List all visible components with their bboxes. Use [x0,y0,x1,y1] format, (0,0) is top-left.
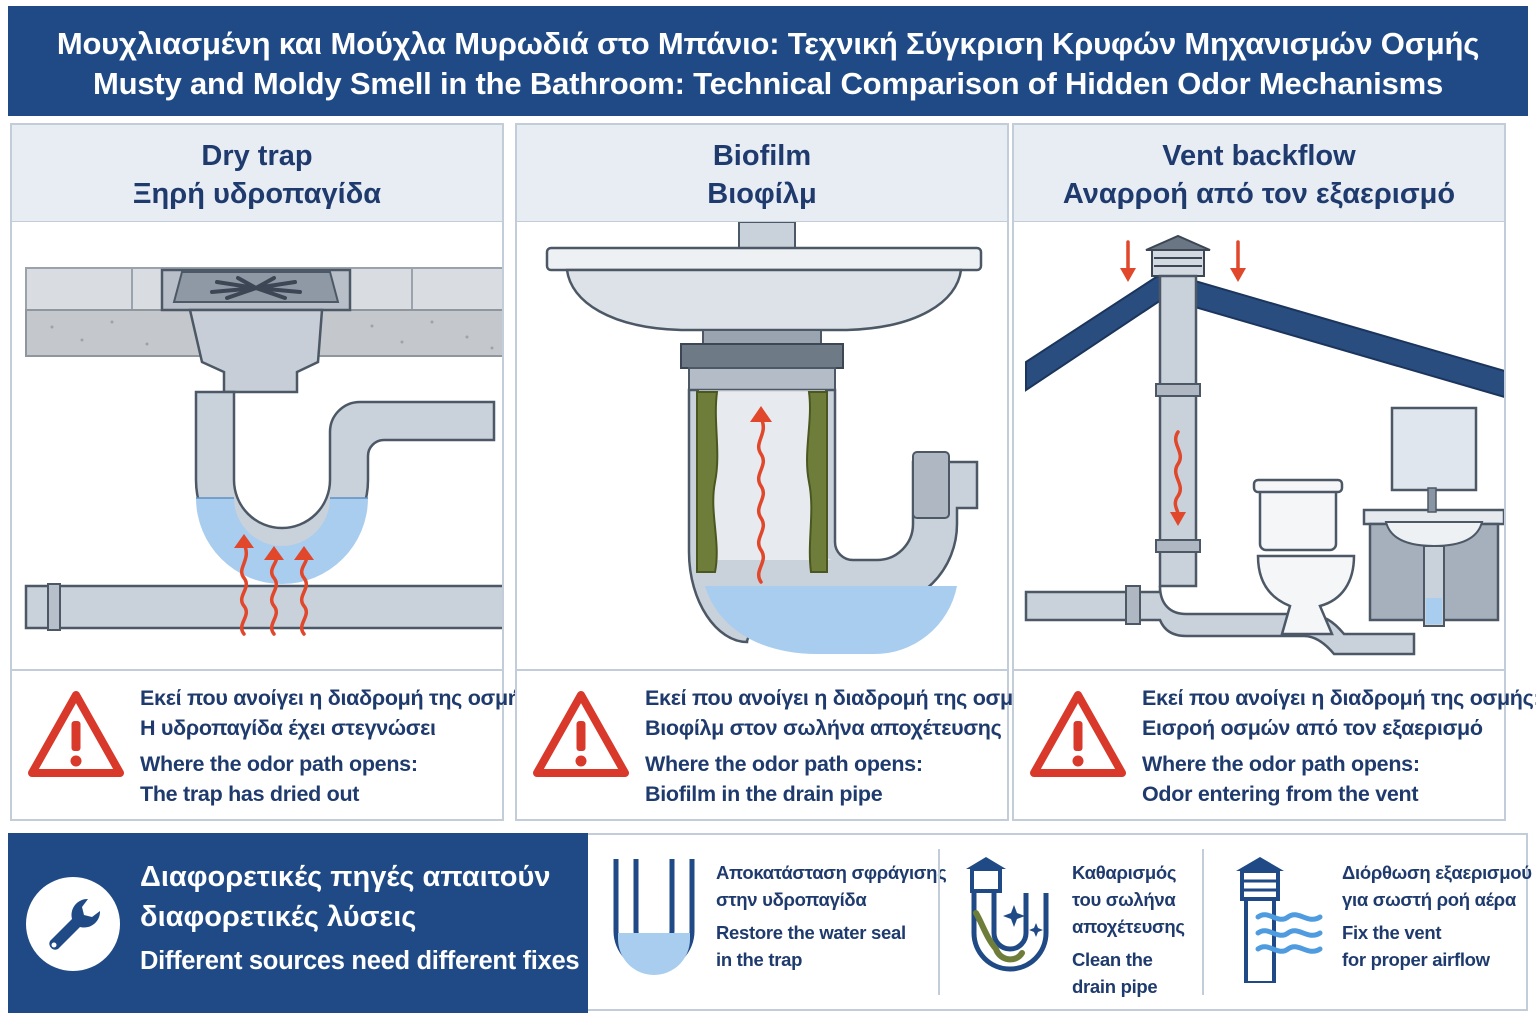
fix-3-greek-1: Διόρθωση εξαερισμού [1342,862,1532,883]
odor-path-label-english: Where the odor path opens: [140,752,418,776]
fixes-heading-english: Different sources need different fixes [140,947,580,975]
fix-1-greek-2: στην υδροπαγίδα [716,889,867,910]
warning-triangle-icon [28,691,124,777]
fix-1-english-2: in the trap [716,949,803,970]
fix-restore-seal: Αποκατάσταση σφράγισης στην υδροπαγίδα R… [606,835,947,1011]
fix-vent-airflow: Διόρθωση εξαερισμού για σωστή ροή αέρα F… [1228,835,1532,1011]
odor-path-value-english: Odor entering from the vent [1142,782,1419,806]
odor-path-value-english: The trap has dried out [140,782,360,806]
wrench-icon [26,877,120,971]
fix-3-english-1: Fix the vent [1342,922,1442,943]
panel-title: Vent backflow Αναρροή από τον εξαερισμό [1012,123,1506,223]
odor-path-value-greek: Εισροή οσμών από τον εξαερισμό [1142,716,1483,740]
page-header: Μουχλιασμένη και Μούχλα Μυρωδιά στο Μπάν… [8,6,1528,116]
odor-path-label-english: Where the odor path opens: [645,752,923,776]
panel-title: Dry trap Ξηρή υδροπαγίδα [10,123,504,223]
fix-3-greek-2: για σωστή ροή αέρα [1342,889,1516,910]
odor-path-box: Εκεί που ανοίγει η διαδρομή της οσμής: Ε… [1012,669,1536,821]
fix-1-greek-1: Αποκατάσταση σφράγισης [716,862,947,883]
fixes-footer: Διαφορετικές πηγές απαιτούν διαφορετικές… [8,833,1532,1013]
clean-pipe-icon [966,857,1049,972]
panel-title-english: Dry trap [201,140,313,172]
vent-airflow-icon [1236,857,1323,983]
fix-clean-pipe: Καθαρισμός του σωλήνα αποχέτευσης Clean … [960,835,1200,1011]
title-english: Musty and Moldy Smell in the Bathroom: T… [92,66,1444,101]
fix-1-english-1: Restore the water seal [716,922,906,943]
fix-2-english-1: Clean the [1072,949,1153,970]
warning-triangle-icon [1030,691,1126,777]
fixes-summary: Διαφορετικές πηγές απαιτούν διαφορετικές… [8,833,588,1013]
odor-path-label-english: Where the odor path opens: [1142,752,1420,776]
odor-path-box: Εκεί που ανοίγει η διαδρομή της οσμής: Β… [515,669,1044,821]
fix-2-greek-3: αποχέτευσης [1072,916,1185,937]
fixes-heading-greek-2: διαφορετικές λύσεις [140,901,417,933]
odor-path-label-greek: Εκεί που ανοίγει η διαδρομή της οσμής: [140,686,539,710]
panel-title-greek: Βιοφίλμ [707,178,817,210]
fix-3-english-2: for proper airflow [1342,949,1490,970]
odor-path-value-greek: Η υδροπαγίδα έχει στεγνώσει [140,716,436,740]
panel-title-english: Biofilm [712,140,812,172]
panel-title-greek: Ξηρή υδροπαγίδα [132,178,382,210]
fixes-heading-greek-1: Διαφορετικές πηγές απαιτούν [140,861,551,893]
fix-divider [1202,849,1204,995]
odor-path-value-english: Biofilm in the drain pipe [645,782,883,806]
odor-path-box: Εκεί που ανοίγει η διαδρομή της οσμής: Η… [10,669,539,821]
fix-2-english-2: drain pipe [1072,976,1158,997]
water-trap-icon [613,859,695,975]
fix-2-greek-1: Καθαρισμός [1072,862,1177,883]
odor-path-label-greek: Εκεί που ανοίγει η διαδρομή της οσμής: [1142,686,1536,710]
panel-title-english: Vent backflow [1162,140,1356,172]
odor-path-value-greek: Βιοφίλμ στον σωλήνα αποχέτευσης [645,716,1002,740]
odor-path-label-greek: Εκεί που ανοίγει η διαδρομή της οσμής: [645,686,1044,710]
title-greek: Μουχλιασμένη και Μούχλα Μυρωδιά στο Μπάν… [56,26,1480,61]
fix-divider [938,849,940,995]
warning-triangle-icon [533,691,629,777]
panel-title-greek: Αναρροή από τον εξαερισμό [1062,178,1456,210]
fix-2-greek-2: του σωλήνα [1072,889,1176,910]
panel-title: Biofilm Βιοφίλμ [515,123,1009,223]
